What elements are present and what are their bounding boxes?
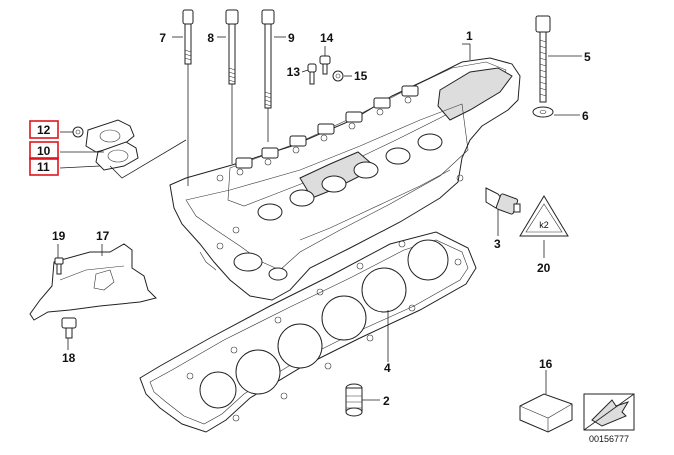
callout-2: 2 [383,394,390,408]
intake-ports [233,133,443,281]
warning-label-text: k2 [539,220,549,230]
callout-8: 8 [207,31,214,45]
highlight-boxes [29,120,59,176]
callout-13: 13 [287,65,301,79]
callout-7: 7 [159,31,166,45]
callout-4: 4 [384,361,391,375]
nut-12 [72,126,84,138]
warning-label-20: k2 [519,195,569,237]
cylinder-head [169,57,521,301]
callout-15: 15 [354,69,368,83]
reference-number: 00156777 [589,434,629,444]
callout-9: 9 [288,31,295,45]
callout-6: 6 [582,109,589,123]
bolt-5 [535,15,551,103]
callout-5: 5 [584,50,591,64]
callout-17: 17 [96,229,110,243]
callout-3: 3 [494,237,501,251]
bolt-19 [54,257,64,275]
leader-lines [57,36,582,401]
screw-14 [319,55,331,75]
bolt-8 [225,9,239,164]
washer-6 [532,106,554,118]
arrow-reference-icon [583,393,635,431]
screw-13 [307,63,317,85]
callout-19: 19 [52,229,66,243]
nut-15 [332,70,344,82]
callout-10: 10 [37,144,51,158]
callout-20: 20 [537,261,551,275]
head-gasket [139,231,477,433]
callout-11: 11 [37,160,50,174]
temp-sensor-3 [485,187,521,215]
dowel-sleeve-2 [345,383,363,417]
callout-14: 14 [320,31,334,45]
gasket-11 [95,141,139,171]
callouts: 7 8 9 14 13 15 1 5 6 12 10 11 3 20 4 2 1… [37,29,591,408]
triangle-warning-icon [519,195,569,237]
box-kit-icon [519,393,573,433]
cam-caps [216,85,419,182]
heat-shield-17 [29,243,157,321]
bolt-7 [182,9,194,186]
callout-12: 12 [37,123,51,137]
gasket-bolt-holes [186,240,462,422]
callout-1: 1 [466,29,473,43]
callout-16: 16 [539,357,553,371]
callout-18: 18 [62,351,76,365]
bolt-9 [261,9,275,142]
bolt-18 [61,317,77,339]
